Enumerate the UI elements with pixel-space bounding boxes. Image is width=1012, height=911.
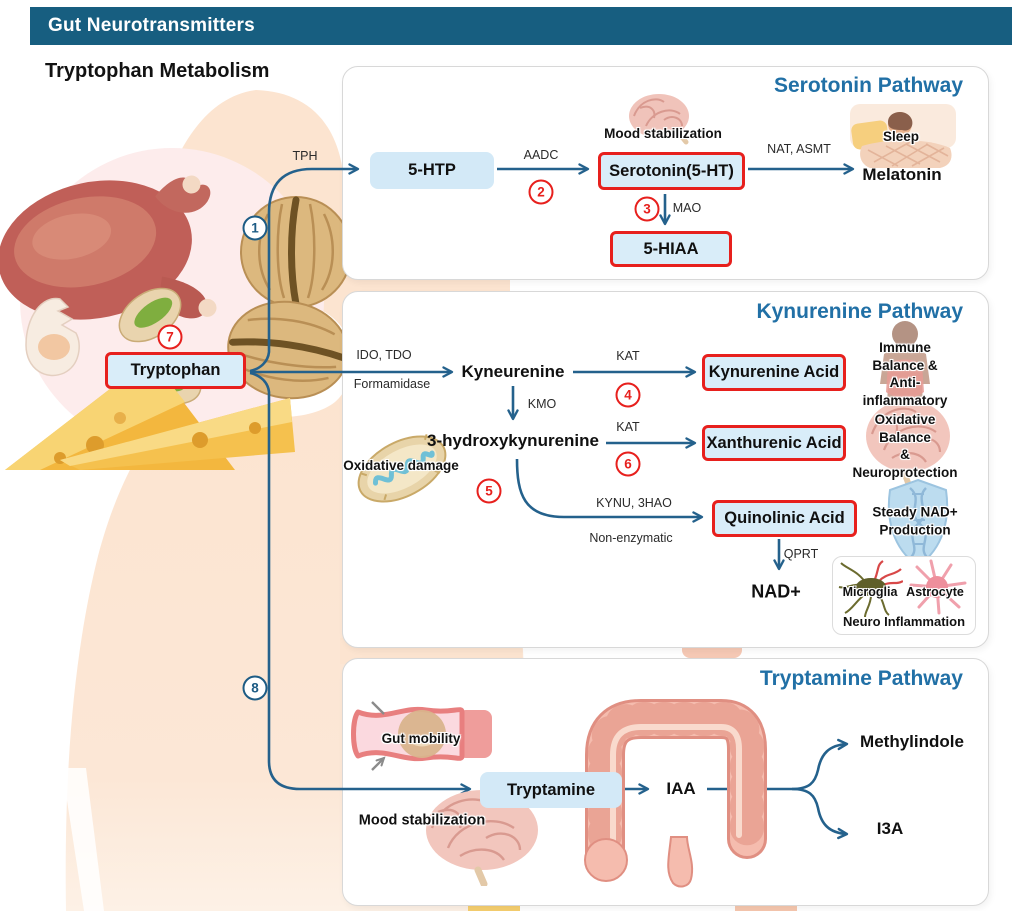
step-5-badge: 5 bbox=[476, 478, 502, 504]
node-quinolinic-acid: Quinolinic Acid bbox=[712, 500, 857, 537]
enzyme-non-enzymatic: Non-enzymatic bbox=[589, 531, 673, 545]
node-i3a: I3A bbox=[876, 819, 904, 838]
enzyme-aadc: AADC bbox=[523, 148, 559, 162]
microglia-icon bbox=[838, 560, 903, 617]
node-xanthurenic-acid: Xanthurenic Acid bbox=[702, 425, 846, 461]
enzyme-kmo: KMO bbox=[527, 397, 557, 411]
step-7-badge: 7 bbox=[157, 324, 183, 350]
astrocyte-label: Astrocyte bbox=[906, 585, 964, 599]
annotation-steady-nad: Steady NAD+ Production bbox=[872, 503, 957, 538]
step-2-badge: 2 bbox=[528, 179, 554, 205]
annotation-line: Immune Balance & bbox=[872, 339, 938, 373]
annotation-immune-balance: Immune Balance & Anti- inflammatory bbox=[852, 339, 959, 409]
node-serotonin: Serotonin(5-HT) bbox=[598, 152, 745, 190]
annotation-oxidative-damage: Oxidative damage bbox=[343, 458, 459, 474]
mitochondria-icon bbox=[357, 434, 447, 503]
astrocyte-icon bbox=[909, 559, 967, 615]
annotation-line: Production bbox=[879, 522, 951, 537]
top-banner: Gut Neurotransmitters bbox=[30, 7, 1012, 45]
sleep-icon bbox=[850, 104, 956, 168]
gut-tube-icon bbox=[351, 701, 492, 771]
annotation-mood-stabilization: Mood stabilization bbox=[604, 126, 722, 142]
enzyme-kat-mid: KAT bbox=[616, 420, 640, 434]
enzyme-kynu-3hao: KYNU, 3HAO bbox=[596, 496, 672, 510]
serotonin-pathway-title: Serotonin Pathway bbox=[773, 74, 963, 97]
brain-icon bbox=[426, 790, 538, 886]
annotation-line: Oxidative Balance bbox=[874, 411, 936, 445]
step-1-badge: 1 bbox=[242, 215, 268, 241]
annotation-line: & Neuroprotection bbox=[852, 447, 958, 480]
node-tryptophan: Tryptophan bbox=[105, 352, 246, 389]
egg-image bbox=[25, 297, 80, 377]
enzyme-qprt: QPRT bbox=[783, 547, 819, 561]
node-nad: NAD+ bbox=[751, 581, 801, 602]
walnut-image bbox=[240, 196, 352, 308]
node-kynurenine-acid: Kynurenine Acid bbox=[702, 354, 846, 391]
colon-icon bbox=[584, 699, 767, 888]
step-4-badge: 4 bbox=[615, 382, 641, 408]
step-3-badge: 3 bbox=[634, 196, 660, 222]
enzyme-formamidase: Formamidase bbox=[353, 377, 431, 391]
node-iaa: IAA bbox=[666, 779, 696, 798]
banner-title: Gut Neurotransmitters bbox=[48, 15, 255, 36]
annotation-oxidative-balance: Oxidative Balance & Neuroprotection bbox=[852, 411, 959, 481]
node-methylindole: Methylindole bbox=[860, 732, 964, 751]
brain-icon bbox=[866, 400, 950, 491]
enzyme-ido-tdo: IDO, TDO bbox=[356, 348, 412, 362]
node-3-hydroxykynurenine: 3-hydroxykynurenine bbox=[427, 431, 599, 450]
annotation-mood-stabilization-tryptamine: Mood stabilization bbox=[358, 812, 486, 829]
enzyme-nat-asmt: NAT, ASMT bbox=[767, 142, 831, 156]
annotation-sleep: Sleep bbox=[882, 129, 920, 145]
annotation-line: Steady NAD+ bbox=[872, 504, 958, 520]
cheese-image bbox=[5, 358, 295, 470]
node-tryptamine: Tryptamine bbox=[480, 772, 622, 808]
node-melatonin: Melatonin bbox=[862, 165, 942, 184]
step-8-badge: 8 bbox=[242, 675, 268, 701]
enzyme-mao: MAO bbox=[672, 201, 702, 215]
node-kyneurenine: Kyneurenine bbox=[461, 362, 565, 381]
annotation-gut-mobility: Gut mobility bbox=[381, 731, 461, 747]
kynurenine-pathway-title: Kynurenine Pathway bbox=[756, 300, 963, 323]
annotation-line: Anti- inflammatory bbox=[862, 375, 948, 408]
tryptamine-pathway-title: Tryptamine Pathway bbox=[759, 667, 963, 690]
neuro-inflammation-label: Neuro Inflammation bbox=[842, 614, 966, 629]
neuro-inflammation-card: Microglia Astrocyte Neuro Inflammation bbox=[832, 556, 976, 635]
tryptophan-food-sources-image bbox=[0, 148, 352, 470]
enzyme-tph: TPH bbox=[292, 149, 318, 163]
node-5htp: 5-HTP bbox=[370, 152, 494, 189]
brain-icon bbox=[629, 94, 689, 145]
node-5hiaa: 5-HIAA bbox=[610, 231, 732, 267]
step-6-badge: 6 bbox=[615, 451, 641, 477]
enzyme-kat-top: KAT bbox=[616, 349, 640, 363]
microglia-label: Microglia bbox=[842, 585, 898, 599]
page-title: Tryptophan Metabolism bbox=[45, 60, 270, 82]
